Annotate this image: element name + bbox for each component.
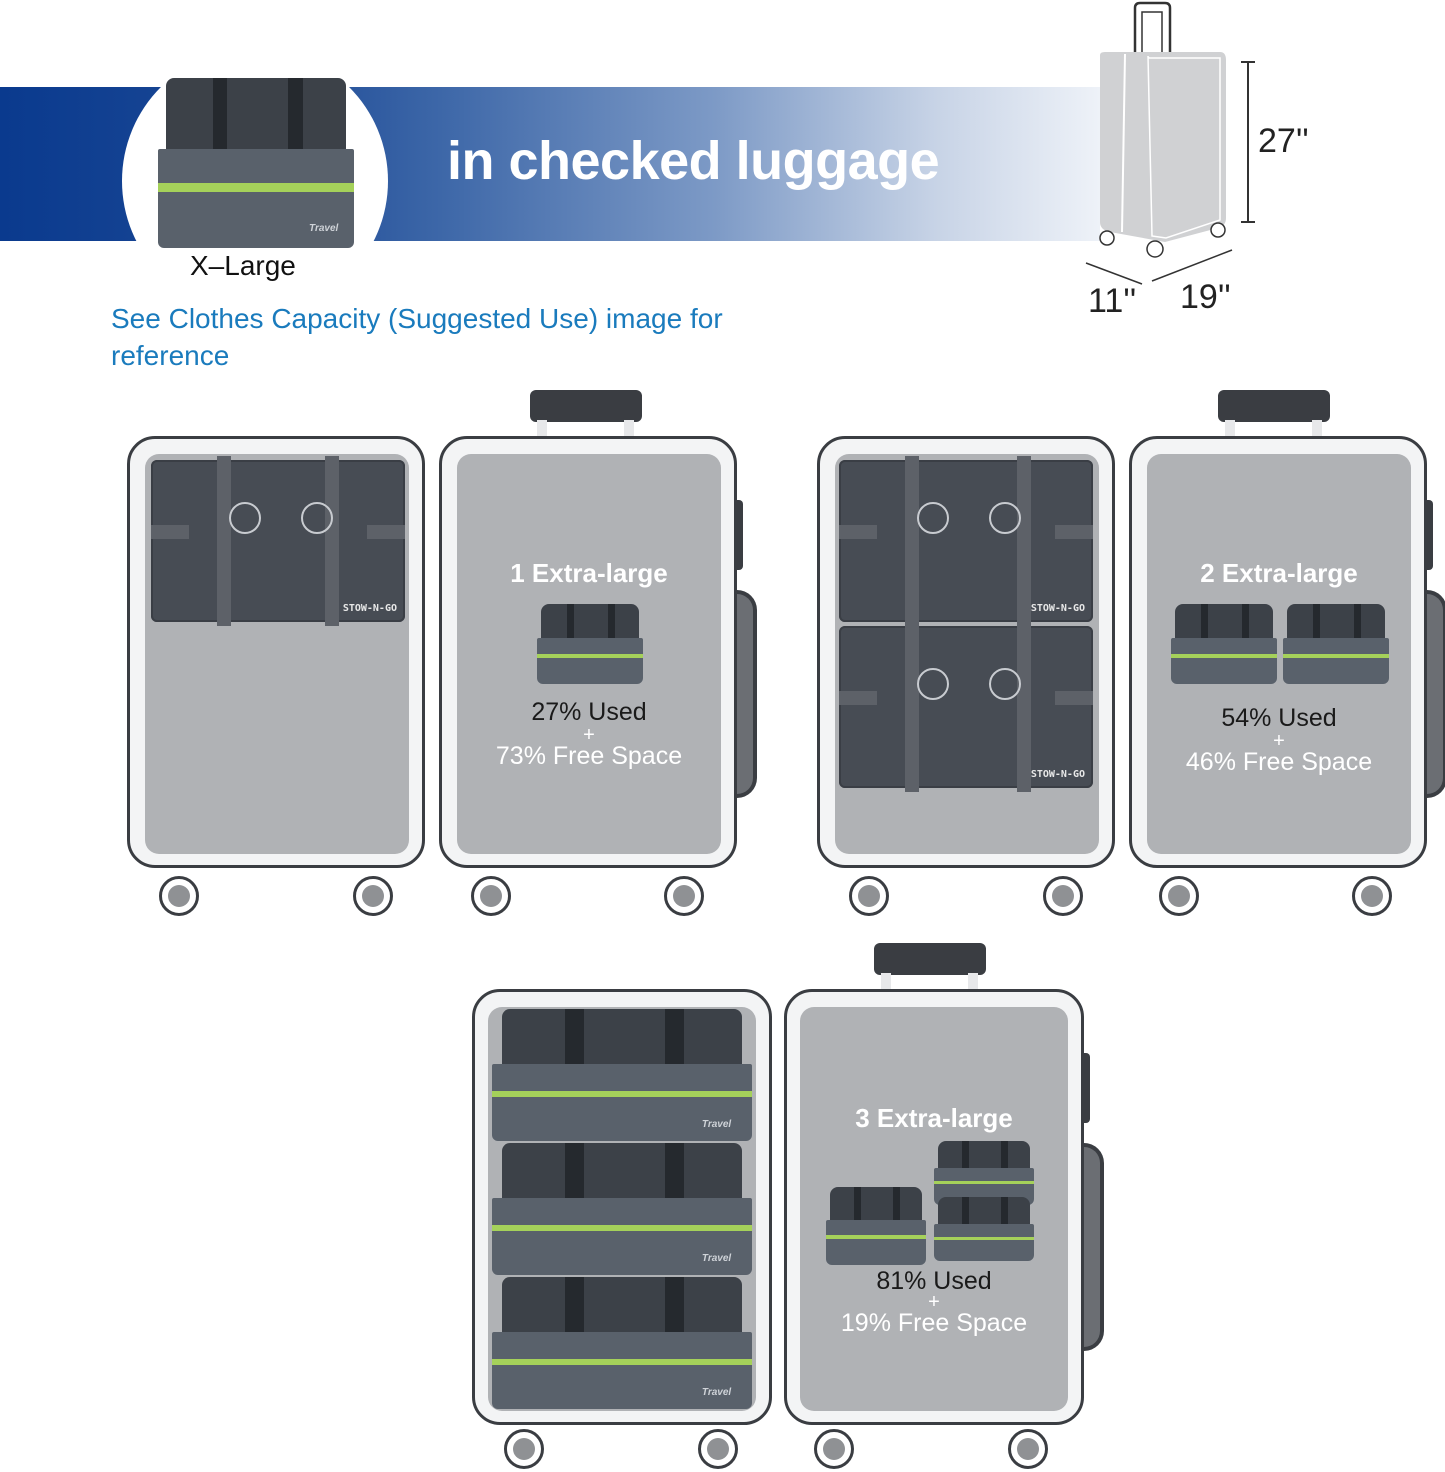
packed-bag-image: Travel (492, 1143, 752, 1275)
side-handle-icon (1084, 1143, 1104, 1351)
trolley-handle-icon (1218, 390, 1330, 422)
used-percentage: 81% Used (876, 1267, 992, 1295)
height-dimension: 27'' (1258, 122, 1309, 160)
side-handle-icon (1427, 590, 1445, 798)
bag-icon (537, 604, 643, 684)
scenario-title: 3 Extra-large (855, 1103, 1013, 1133)
packed-bag-image: Travel (492, 1009, 752, 1141)
trolley-handle-icon (874, 943, 986, 975)
bag-brand-text: Travel (309, 223, 339, 235)
used-percentage: 54% Used (1221, 704, 1337, 732)
trolley-handle-icon (530, 390, 642, 422)
scenario-title: 2 Extra-large (1200, 558, 1358, 588)
folded-bag-image: STOW-N-GO (839, 622, 1093, 792)
bag-icon (1171, 604, 1277, 684)
free-space-percentage: 46% Free Space (1185, 748, 1373, 776)
free-space-percentage: 73% Free Space (495, 742, 683, 770)
folded-bag-image: STOW-N-GO (151, 456, 405, 626)
size-label: X–Large (190, 250, 296, 281)
reference-note: See Clothes Capacity (Suggested Use) ima… (111, 303, 723, 371)
bag-icon (934, 1141, 1034, 1205)
depth-dimension: 11'' (1088, 282, 1137, 320)
scenario-title: 1 Extra-large (510, 558, 668, 588)
banner-title: in checked luggage (447, 131, 940, 191)
suitcase-dimension-icon (1085, 1, 1255, 285)
suitcase-scenario-3: Travel Travel Travel 3 Extra-large 81% U… (472, 943, 1104, 1472)
bag-icon (934, 1197, 1034, 1261)
bag-icon (826, 1187, 926, 1265)
suitcase-scenario-2: STOW-N-GO STOW-N-GO 2 Extra-large 54% Us… (817, 390, 1445, 920)
suitcase-scenario-1: STOW-N-GO 1 Extra-large 27% Used + 73% F… (127, 390, 757, 920)
used-percentage: 27% Used (531, 698, 647, 726)
folded-bag-image: STOW-N-GO (839, 456, 1093, 626)
xlarge-bag-image: Travel (158, 78, 354, 248)
side-handle-icon (737, 590, 757, 798)
width-dimension: 19'' (1180, 278, 1231, 316)
bag-icon (1283, 604, 1389, 684)
product-photo-circle: Travel (122, 48, 388, 314)
free-space-percentage: 19% Free Space (840, 1309, 1028, 1337)
packed-bag-image: Travel (492, 1277, 752, 1409)
